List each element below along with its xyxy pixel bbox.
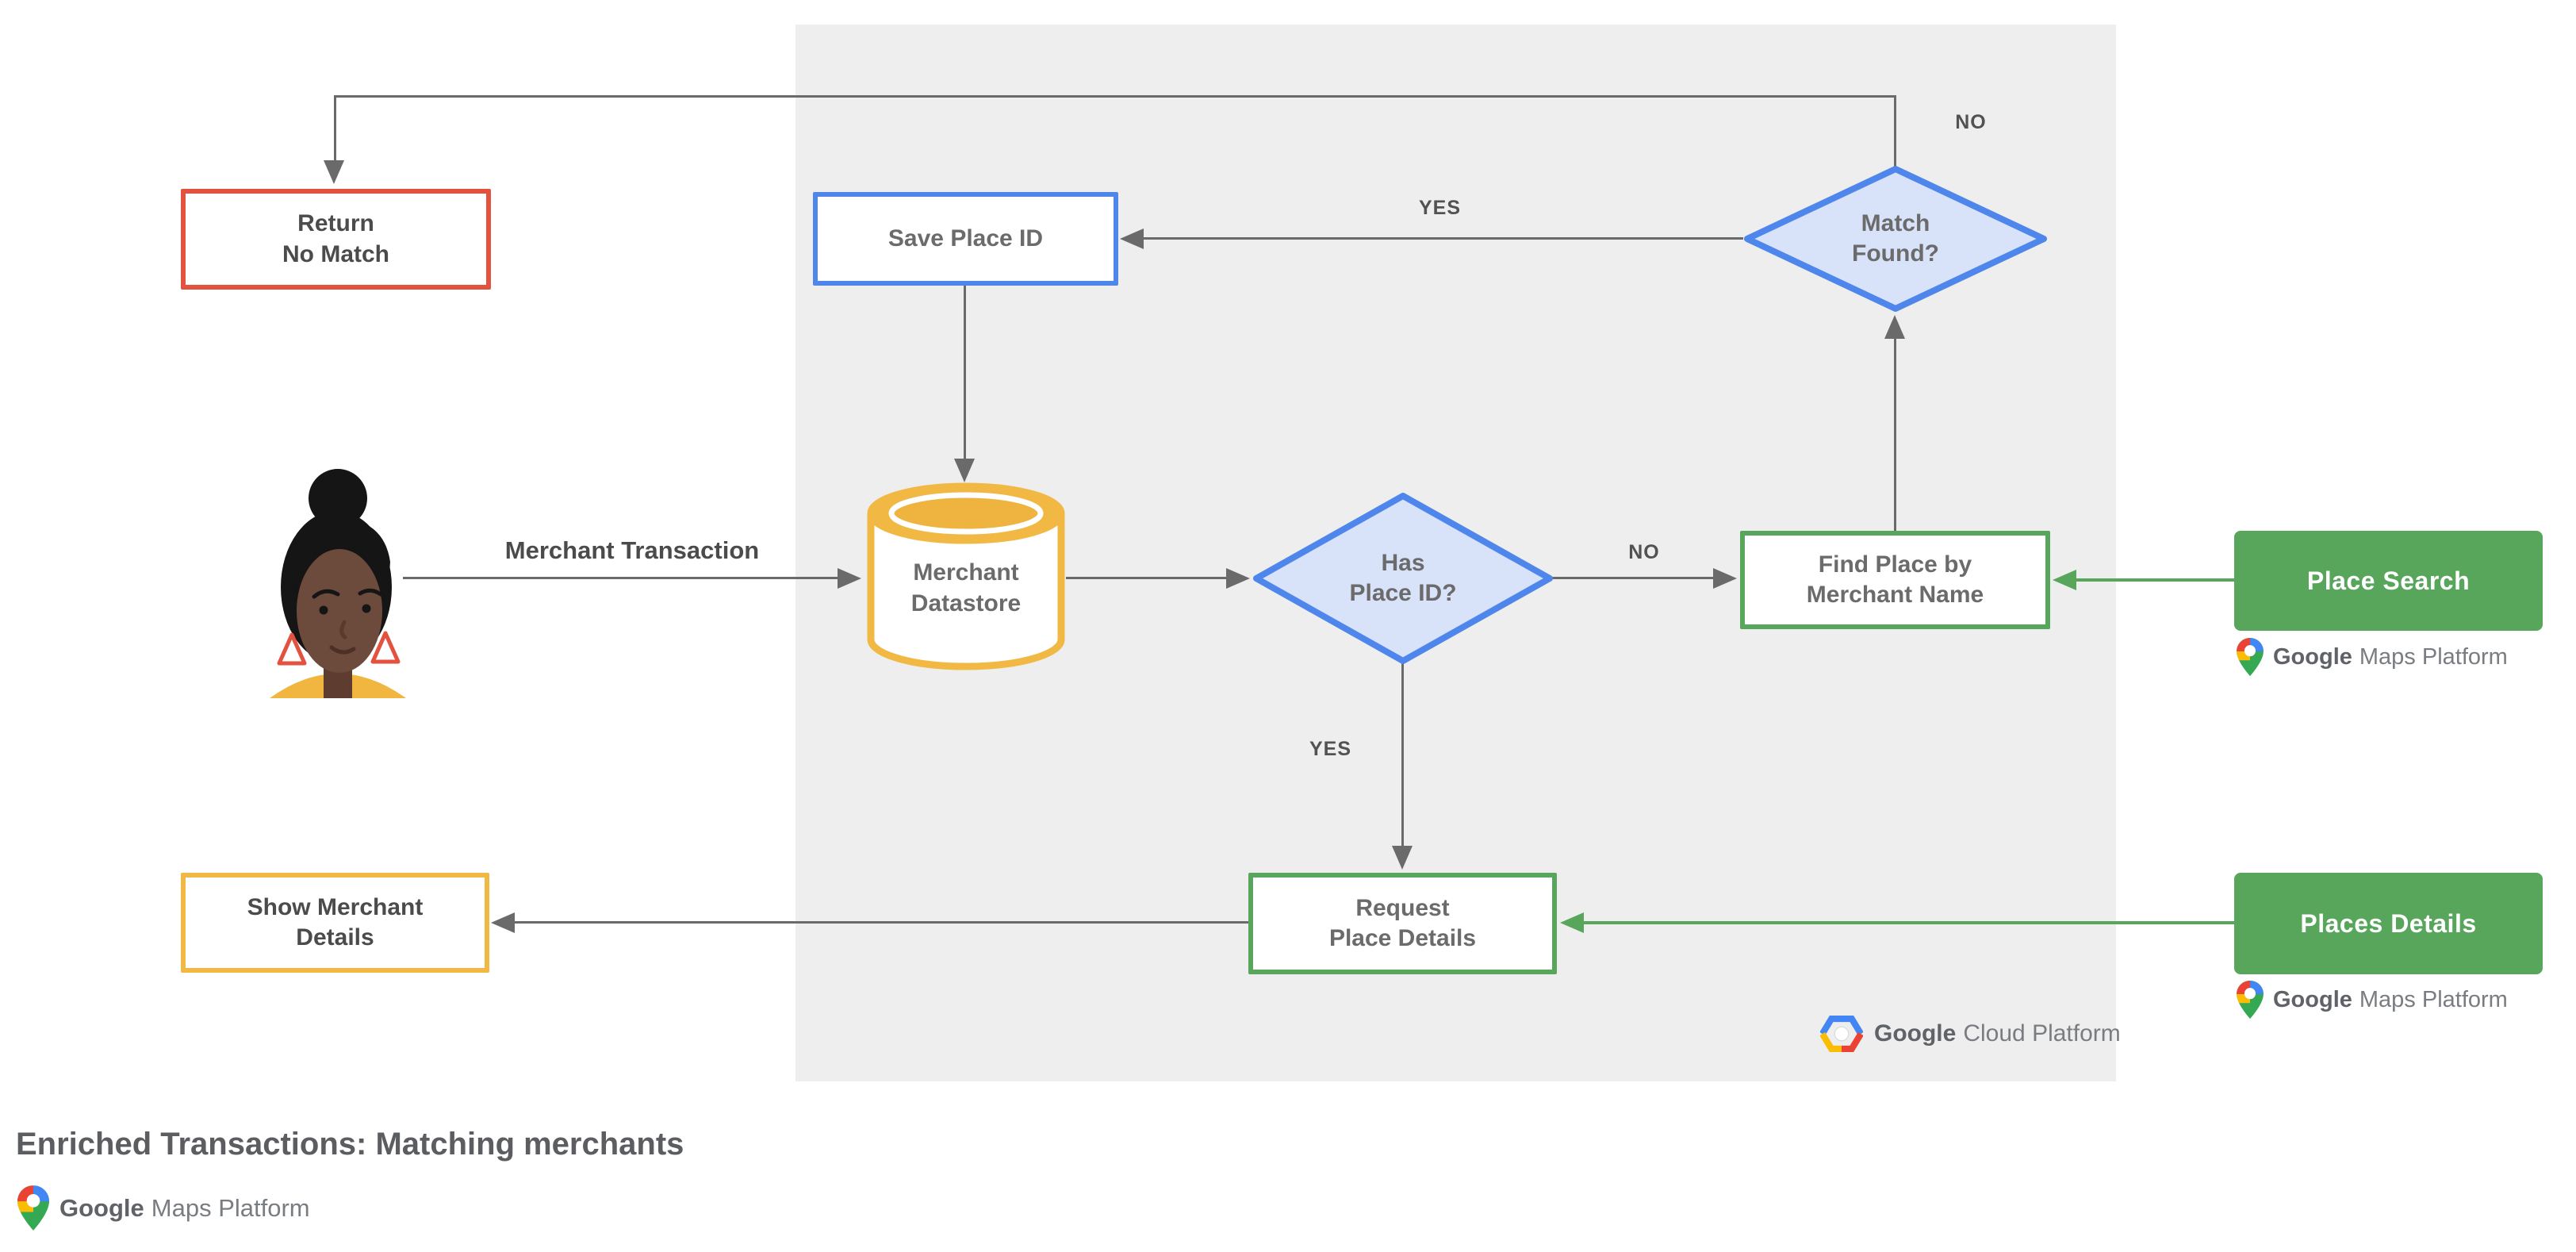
edge-findplace-to-matchfound (1894, 338, 1896, 532)
hasplaceid-line1: Has (1381, 549, 1425, 576)
node-save-place-id: Save Place ID (813, 192, 1118, 286)
decision-match-found: Match Found? (1742, 165, 2049, 313)
decision-has-place-id-label: Has Place ID? (1349, 548, 1456, 609)
person-icon (270, 469, 406, 698)
node-places-details: Places Details (2234, 873, 2543, 974)
label-yes-top: YES (1418, 197, 1462, 219)
node-save-line1: Save Place ID (887, 225, 1044, 252)
node-request-line2: Place Details (1328, 925, 1477, 951)
edge-into-return-vertical (334, 95, 336, 165)
label-no-mid: NO (1628, 541, 1660, 563)
datastore-line1: Merchant (913, 559, 1019, 586)
node-return-line2: No Match (282, 240, 389, 267)
node-placesearch-line1: Place Search (2306, 566, 2471, 595)
maps-pin-icon (2237, 981, 2264, 1019)
decision-match-found-label: Match Found? (1852, 209, 1939, 270)
maps-pin-icon (2237, 638, 2264, 676)
cloud-logo-brand: Google (1874, 1020, 1957, 1047)
arrowhead-into-return (324, 160, 344, 184)
maps-logo-product: Maps Platform (2359, 986, 2508, 1012)
arrowhead-into-save (1120, 229, 1144, 249)
node-request-place-details: Request Place Details (1248, 873, 1557, 974)
diagram-title: Enriched Transactions: Matching merchant… (16, 1127, 684, 1162)
cylinder-icon (867, 482, 1065, 670)
node-return-line1: Return (297, 210, 374, 237)
arrowhead-into-matchfound (1884, 315, 1905, 339)
arrowhead-into-show (491, 912, 515, 933)
edge-no-top-vertical (1894, 95, 1896, 170)
edge-placesearch-to-findplace (2073, 578, 2236, 582)
arrowhead-green-into-request (1560, 912, 1584, 933)
datastore-line2: Datastore (910, 590, 1022, 616)
arrowhead-green-into-findplace (2053, 570, 2076, 590)
edge-datastore-to-hasplaceid (1066, 577, 1229, 579)
node-find-line2: Merchant Name (1806, 582, 1984, 608)
node-show-line1: Show Merchant (247, 893, 424, 920)
node-request-line1: Request (1355, 894, 1450, 921)
edge-save-to-datastore (964, 284, 966, 462)
edge-no-to-findplace (1550, 577, 1716, 579)
node-place-search: Place Search (2234, 531, 2543, 631)
label-yes-mid: YES (1309, 738, 1352, 760)
maps-platform-logo-footer: Google Maps Platform (17, 1185, 310, 1231)
cloud-hexagon-icon (1820, 1016, 1863, 1052)
node-show-line2: Details (296, 924, 374, 951)
maps-logo-product: Maps Platform (151, 1193, 310, 1222)
node-find-line1: Find Place by (1818, 551, 1972, 578)
diamond-shape-match-found (1744, 166, 2047, 312)
user-avatar (268, 467, 408, 702)
maps-platform-logo-places-details: Google Maps Platform (2237, 981, 2508, 1019)
diamond-shape-has-place-id (1253, 493, 1553, 664)
node-merchant-datastore: Merchant Datastore (864, 476, 1068, 674)
edge-merchant-transaction (403, 577, 839, 579)
maps-pin-icon (17, 1185, 49, 1231)
edge-yes-to-request (1401, 662, 1404, 848)
maps-platform-logo-place-search: Google Maps Platform (2237, 638, 2508, 676)
maps-logo-brand: Google (2273, 986, 2352, 1012)
decision-has-place-id: Has Place ID? (1252, 492, 1554, 665)
matchfound-line2: Found? (1852, 240, 1939, 267)
matchfound-line1: Match (1861, 209, 1930, 236)
node-return-no-match: Return No Match (181, 189, 491, 290)
arrowhead-into-request (1392, 846, 1413, 870)
google-cloud-platform-logo: Google Cloud Platform (1820, 1016, 2121, 1052)
hasplaceid-line2: Place ID? (1349, 580, 1457, 606)
node-show-merchant-details: Show Merchant Details (181, 873, 489, 973)
node-placesdetails-line1: Places Details (2300, 908, 2477, 938)
arrowhead-into-datastore-top (954, 459, 975, 482)
arrowhead-into-findplace (1713, 568, 1737, 589)
edge-yes-to-save (1142, 237, 1743, 240)
arrowhead-into-datastore-left (838, 568, 861, 589)
arrowhead-into-hasplaceid (1226, 568, 1250, 589)
edge-placesdetails-to-request (1581, 921, 2236, 924)
node-find-place: Find Place by Merchant Name (1740, 531, 2050, 629)
cloud-logo-product: Cloud Platform (1963, 1020, 2121, 1047)
label-merchant-transaction: Merchant Transaction (504, 536, 760, 564)
label-no-top: NO (1955, 111, 1987, 133)
node-merchant-datastore-label: Merchant Datastore (864, 557, 1068, 619)
maps-logo-product: Maps Platform (2359, 643, 2508, 670)
edge-request-to-show (512, 921, 1250, 924)
edge-no-top-horizontal (334, 95, 1896, 98)
maps-logo-brand: Google (59, 1193, 144, 1222)
maps-logo-brand: Google (2273, 643, 2352, 670)
